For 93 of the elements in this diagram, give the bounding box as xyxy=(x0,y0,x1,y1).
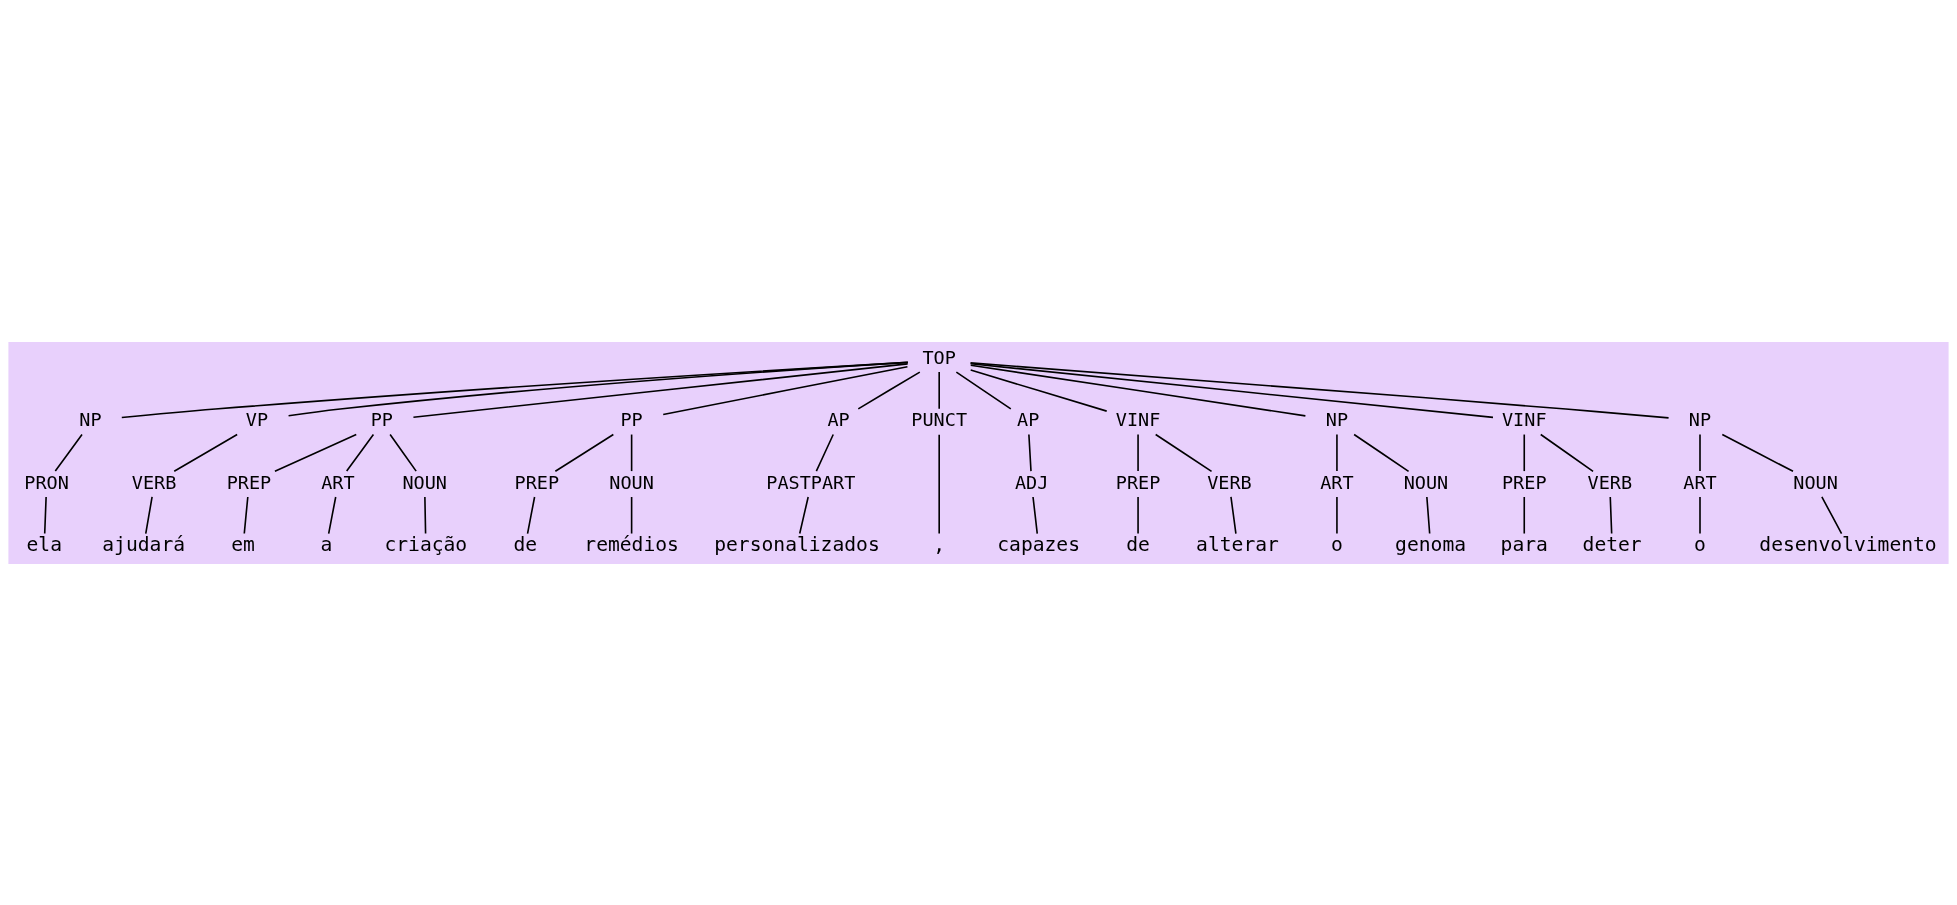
node-text: NP xyxy=(1325,408,1349,430)
connector xyxy=(1609,495,1613,534)
node-text: em xyxy=(231,532,255,556)
connector xyxy=(955,370,1012,410)
connector xyxy=(412,362,909,418)
node-text: TOP xyxy=(922,346,956,368)
node-text: personalizados xyxy=(714,532,880,556)
connector xyxy=(345,433,375,472)
node-text: VINF xyxy=(1501,408,1547,430)
connector xyxy=(274,433,358,472)
connector xyxy=(121,361,909,418)
connector xyxy=(1539,433,1594,472)
node-text: , xyxy=(933,532,946,556)
connector xyxy=(857,370,921,410)
node-text: NOUN xyxy=(1793,471,1838,493)
node-text: capazes xyxy=(997,532,1081,556)
node-text: criação xyxy=(384,532,468,556)
node-text: PP xyxy=(370,408,394,430)
connector xyxy=(938,370,940,409)
connector xyxy=(969,363,1307,417)
node-text: PRON xyxy=(24,471,69,493)
node-text: o xyxy=(1694,532,1706,556)
connector xyxy=(1137,433,1139,472)
node-text: para xyxy=(1500,532,1548,556)
node-text: VINF xyxy=(1115,408,1161,430)
connector xyxy=(526,495,536,534)
connector xyxy=(1721,433,1794,472)
node-text: PUNCT xyxy=(911,408,968,430)
connector xyxy=(798,495,809,534)
node-text: ART xyxy=(1683,471,1717,493)
connector xyxy=(1821,495,1843,534)
node-text: alterar xyxy=(1196,532,1279,556)
node-text: VERB xyxy=(1207,471,1252,493)
connector xyxy=(554,433,615,472)
connector xyxy=(1699,495,1701,534)
node-text: NP xyxy=(79,408,102,430)
node-text: PREP xyxy=(1501,471,1547,493)
node-text: VP xyxy=(245,408,269,430)
connector xyxy=(1699,433,1701,472)
connector xyxy=(630,433,633,472)
node-text: VERB xyxy=(1587,471,1633,493)
node-text: de xyxy=(513,532,538,556)
node-text: NOUN xyxy=(1403,471,1449,493)
connector xyxy=(1336,495,1338,534)
connector xyxy=(1154,433,1213,472)
connector xyxy=(969,368,1108,412)
connector xyxy=(144,495,153,534)
node-text: remédios xyxy=(584,532,679,556)
connector xyxy=(1523,495,1526,534)
node-text: a xyxy=(320,532,333,556)
node-text: PREP xyxy=(226,471,272,493)
node-text: NOUN xyxy=(402,471,447,493)
connector xyxy=(243,495,249,534)
node-text: PASTPART xyxy=(766,471,856,493)
node-text: PP xyxy=(620,408,643,430)
node-text: desenvolvimento xyxy=(1759,532,1937,556)
node-text: AP xyxy=(1017,408,1040,430)
node-text: VERB xyxy=(131,471,177,493)
connector xyxy=(43,495,47,534)
connector xyxy=(1137,495,1139,534)
connector xyxy=(287,361,909,417)
connector xyxy=(662,365,909,415)
node-text: de xyxy=(1126,532,1150,556)
connector xyxy=(815,433,835,472)
node-text: ajudará xyxy=(102,532,186,556)
connector xyxy=(1230,495,1237,534)
node-text: ela xyxy=(26,532,62,556)
connector xyxy=(969,361,1670,419)
connector xyxy=(327,495,337,534)
connector xyxy=(630,495,633,534)
connector xyxy=(969,362,1494,418)
connector xyxy=(424,495,427,534)
node-text: PREP xyxy=(1115,471,1161,493)
connector xyxy=(1032,495,1039,534)
connector xyxy=(389,433,417,472)
node-text: genoma xyxy=(1395,532,1467,556)
connector xyxy=(1028,433,1032,472)
node-text: o xyxy=(1331,532,1343,556)
connector xyxy=(938,433,940,534)
node-text: ART xyxy=(321,471,355,493)
node-text: ART xyxy=(1320,471,1354,493)
connector xyxy=(1523,433,1526,472)
connector xyxy=(1426,495,1431,534)
node-text: AP xyxy=(827,408,850,430)
node-text: NOUN xyxy=(609,471,654,493)
connector xyxy=(1336,433,1338,472)
connector xyxy=(173,433,238,472)
node-text: deter xyxy=(1582,532,1642,556)
connector xyxy=(1353,433,1410,472)
connector xyxy=(54,433,83,472)
node-text: NP xyxy=(1688,408,1712,430)
node-text: ADJ xyxy=(1014,471,1049,493)
node-text: PREP xyxy=(514,471,560,493)
